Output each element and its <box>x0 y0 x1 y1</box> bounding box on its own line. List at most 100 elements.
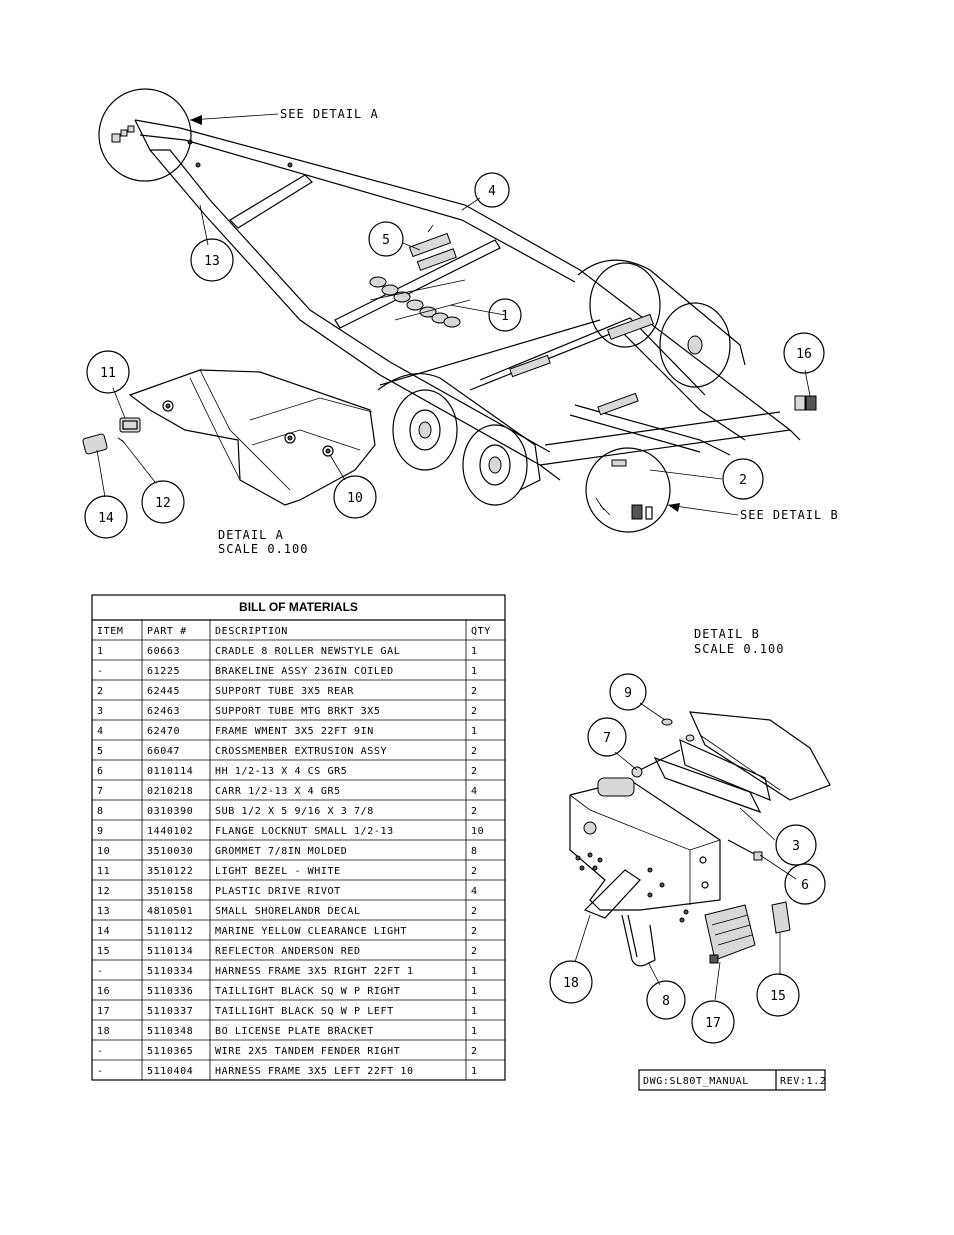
bom-cell: 3510122 <box>147 866 193 877</box>
callout-9: 9 <box>624 686 632 701</box>
callout-5: 5 <box>382 233 390 248</box>
bom-cell: 60663 <box>147 646 180 657</box>
detail-a-fender-drawing <box>82 369 376 506</box>
callout-6: 6 <box>801 878 809 893</box>
bom-cell: 3 <box>97 706 104 717</box>
detail-a-circle <box>98 88 192 182</box>
bom-cell: 4 <box>471 786 478 797</box>
bom-cell: - <box>97 1046 104 1057</box>
bom-header-cell: DESCRIPTION <box>215 626 288 637</box>
bom-cell: 62445 <box>147 686 180 697</box>
callout-16: 16 <box>796 347 812 362</box>
bom-cell: 2 <box>471 686 478 697</box>
bom-cell: 15 <box>97 946 110 957</box>
bom-cell: 5110134 <box>147 946 193 957</box>
callout-17: 17 <box>705 1016 721 1031</box>
bom-cell: SUPPORT TUBE 3X5 REAR <box>215 686 354 697</box>
bom-cell: 8 <box>97 806 104 817</box>
bom-cell: TAILLIGHT BLACK SQ W P LEFT <box>215 1006 394 1017</box>
callout-7: 7 <box>603 731 611 746</box>
bom-cell: 0310390 <box>147 806 193 817</box>
bom-cell: 0110114 <box>147 766 193 777</box>
bom-cell: 5110112 <box>147 926 193 937</box>
bom-cell: 7 <box>97 786 104 797</box>
bom-cell: 62470 <box>147 726 180 737</box>
bom-cell: 18 <box>97 1026 110 1037</box>
bom-cell: 1 <box>471 1066 478 1077</box>
callout-2: 2 <box>739 473 747 488</box>
bom-cell: HARNESS FRAME 3X5 RIGHT 22FT 1 <box>215 966 414 977</box>
detail-b-bracket-drawing <box>569 711 831 967</box>
bom-cell: 3510158 <box>147 886 193 897</box>
bom-header-cell: PART # <box>147 626 187 637</box>
bom-cell: 4810501 <box>147 906 193 917</box>
bom-cell: 5110348 <box>147 1026 193 1037</box>
bom-cell: 2 <box>471 746 478 757</box>
callout-14: 14 <box>98 511 114 526</box>
bom-cell: 2 <box>471 806 478 817</box>
bom-cell: 61225 <box>147 666 180 677</box>
bom-cell: CARR 1/2-13 X 4 GR5 <box>215 786 341 797</box>
detail-b-title: DETAIL B <box>694 627 760 641</box>
callout-8: 8 <box>662 994 670 1009</box>
bom-cell: 16 <box>97 986 110 997</box>
bom-cell: 14 <box>97 926 110 937</box>
bom-cell: 1 <box>471 966 478 977</box>
revision: REV:1.2 <box>780 1076 826 1087</box>
bom-cell: 1 <box>471 1026 478 1037</box>
bom-cell: 8 <box>471 846 478 857</box>
bom-cell: HARNESS FRAME 3X5 LEFT 22FT 10 <box>215 1066 414 1077</box>
bom-cell: PLASTIC DRIVE RIVOT <box>215 886 341 897</box>
bom-cell: 2 <box>471 946 478 957</box>
callout-12: 12 <box>155 496 171 511</box>
callout-1: 1 <box>501 309 509 324</box>
trailer-assembly-drawing <box>134 119 817 506</box>
bom-cell: TAILLIGHT BLACK SQ W P RIGHT <box>215 986 400 997</box>
bom-cell: 2 <box>471 766 478 777</box>
bom-cell: FLANGE LOCKNUT SMALL 1/2-13 <box>215 826 394 837</box>
bom-cell: 1 <box>471 986 478 997</box>
callout-10: 10 <box>347 491 363 506</box>
detail-a-scale: SCALE 0.100 <box>218 542 308 556</box>
bom-cell: 13 <box>97 906 110 917</box>
bom-cell: 4 <box>97 726 104 737</box>
bom-cell: WIRE 2X5 TANDEM FENDER RIGHT <box>215 1046 400 1057</box>
bom-cell: 17 <box>97 1006 110 1017</box>
bom-cell: REFLECTOR ANDERSON RED <box>215 946 361 957</box>
bom-header-cell: QTY <box>471 626 491 637</box>
bom-cell: GROMMET 7/8IN MOLDED <box>215 846 347 857</box>
bom-cell: 2 <box>471 866 478 877</box>
bom-cell: 9 <box>97 826 104 837</box>
bom-cell: 12 <box>97 886 110 897</box>
bom-cell: BO LICENSE PLATE BRACKET <box>215 1026 374 1037</box>
title-block: DWG:SL80T_MANUAL REV:1.2 <box>638 1069 826 1091</box>
detail-a-reference: SEE DETAIL A <box>280 107 379 121</box>
bom-cell: BRAKELINE ASSY 236IN COILED <box>215 666 394 677</box>
drawing-number: DWG:SL80T_MANUAL <box>643 1076 749 1087</box>
bom-title: BILL OF MATERIALS <box>239 600 358 614</box>
bom-cell: 10 <box>471 826 484 837</box>
bom-cell: 5110334 <box>147 966 193 977</box>
bom-cell: 10 <box>97 846 110 857</box>
bom-cell: 1 <box>471 666 478 677</box>
callout-bubbles: 1 2 3 4 5 6 7 8 9 10 11 12 13 14 15 16 1… <box>84 172 826 1044</box>
detail-a-title: DETAIL A <box>218 528 284 542</box>
bom-cell: 2 <box>97 686 104 697</box>
roller-cradle <box>369 276 471 328</box>
bom-cell: 1 <box>97 646 104 657</box>
callout-11: 11 <box>100 366 116 381</box>
bom-cell: 1 <box>471 726 478 737</box>
bom-cell: 62463 <box>147 706 180 717</box>
bom-cell: 6 <box>97 766 104 777</box>
bom-cell: CROSSMEMBER EXTRUSION ASSY <box>215 746 387 757</box>
bom-cell: MARINE YELLOW CLEARANCE LIGHT <box>215 926 407 937</box>
bom-cell: 1440102 <box>147 826 193 837</box>
bom-cell: FRAME WMENT 3X5 22FT 9IN <box>215 726 374 737</box>
bom-cell: - <box>97 966 104 977</box>
bom-cell: HH 1/2-13 X 4 CS GR5 <box>215 766 347 777</box>
bom-cell: 5110365 <box>147 1046 193 1057</box>
detail-b-circle <box>585 447 671 533</box>
callout-4: 4 <box>488 184 496 199</box>
